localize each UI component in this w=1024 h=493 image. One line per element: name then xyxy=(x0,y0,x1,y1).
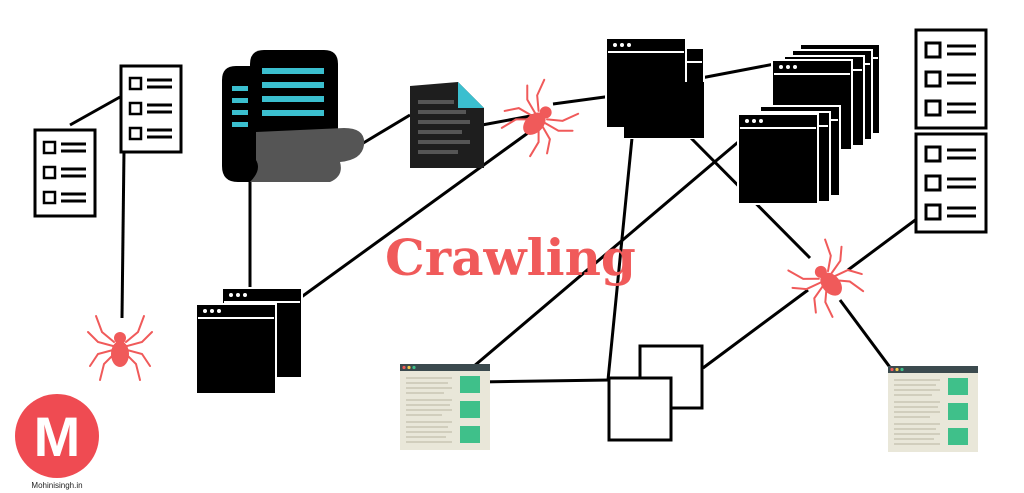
logo-letter: M xyxy=(34,405,81,468)
text-file-icon xyxy=(410,82,484,168)
diagram-title: Crawling xyxy=(385,228,636,287)
browser-window-icon xyxy=(737,105,841,205)
document-stack-icon xyxy=(222,50,365,182)
site-logo: M Mohinisingh.in xyxy=(15,394,99,490)
document-list-icon xyxy=(119,64,183,154)
square-node-icon xyxy=(607,344,704,442)
logo-caption: Mohinisingh.in xyxy=(31,481,82,490)
document-list-icon xyxy=(914,28,988,130)
browser-window-icon xyxy=(624,82,704,138)
document-list-icon xyxy=(33,128,97,218)
connector-lines xyxy=(69,60,919,384)
document-list-icon xyxy=(914,132,988,234)
browser-window-icon xyxy=(195,287,303,395)
webpage-icon xyxy=(887,365,979,453)
webpage-icon xyxy=(399,363,491,451)
spider-icon xyxy=(87,315,153,381)
spider-icon xyxy=(781,233,874,326)
